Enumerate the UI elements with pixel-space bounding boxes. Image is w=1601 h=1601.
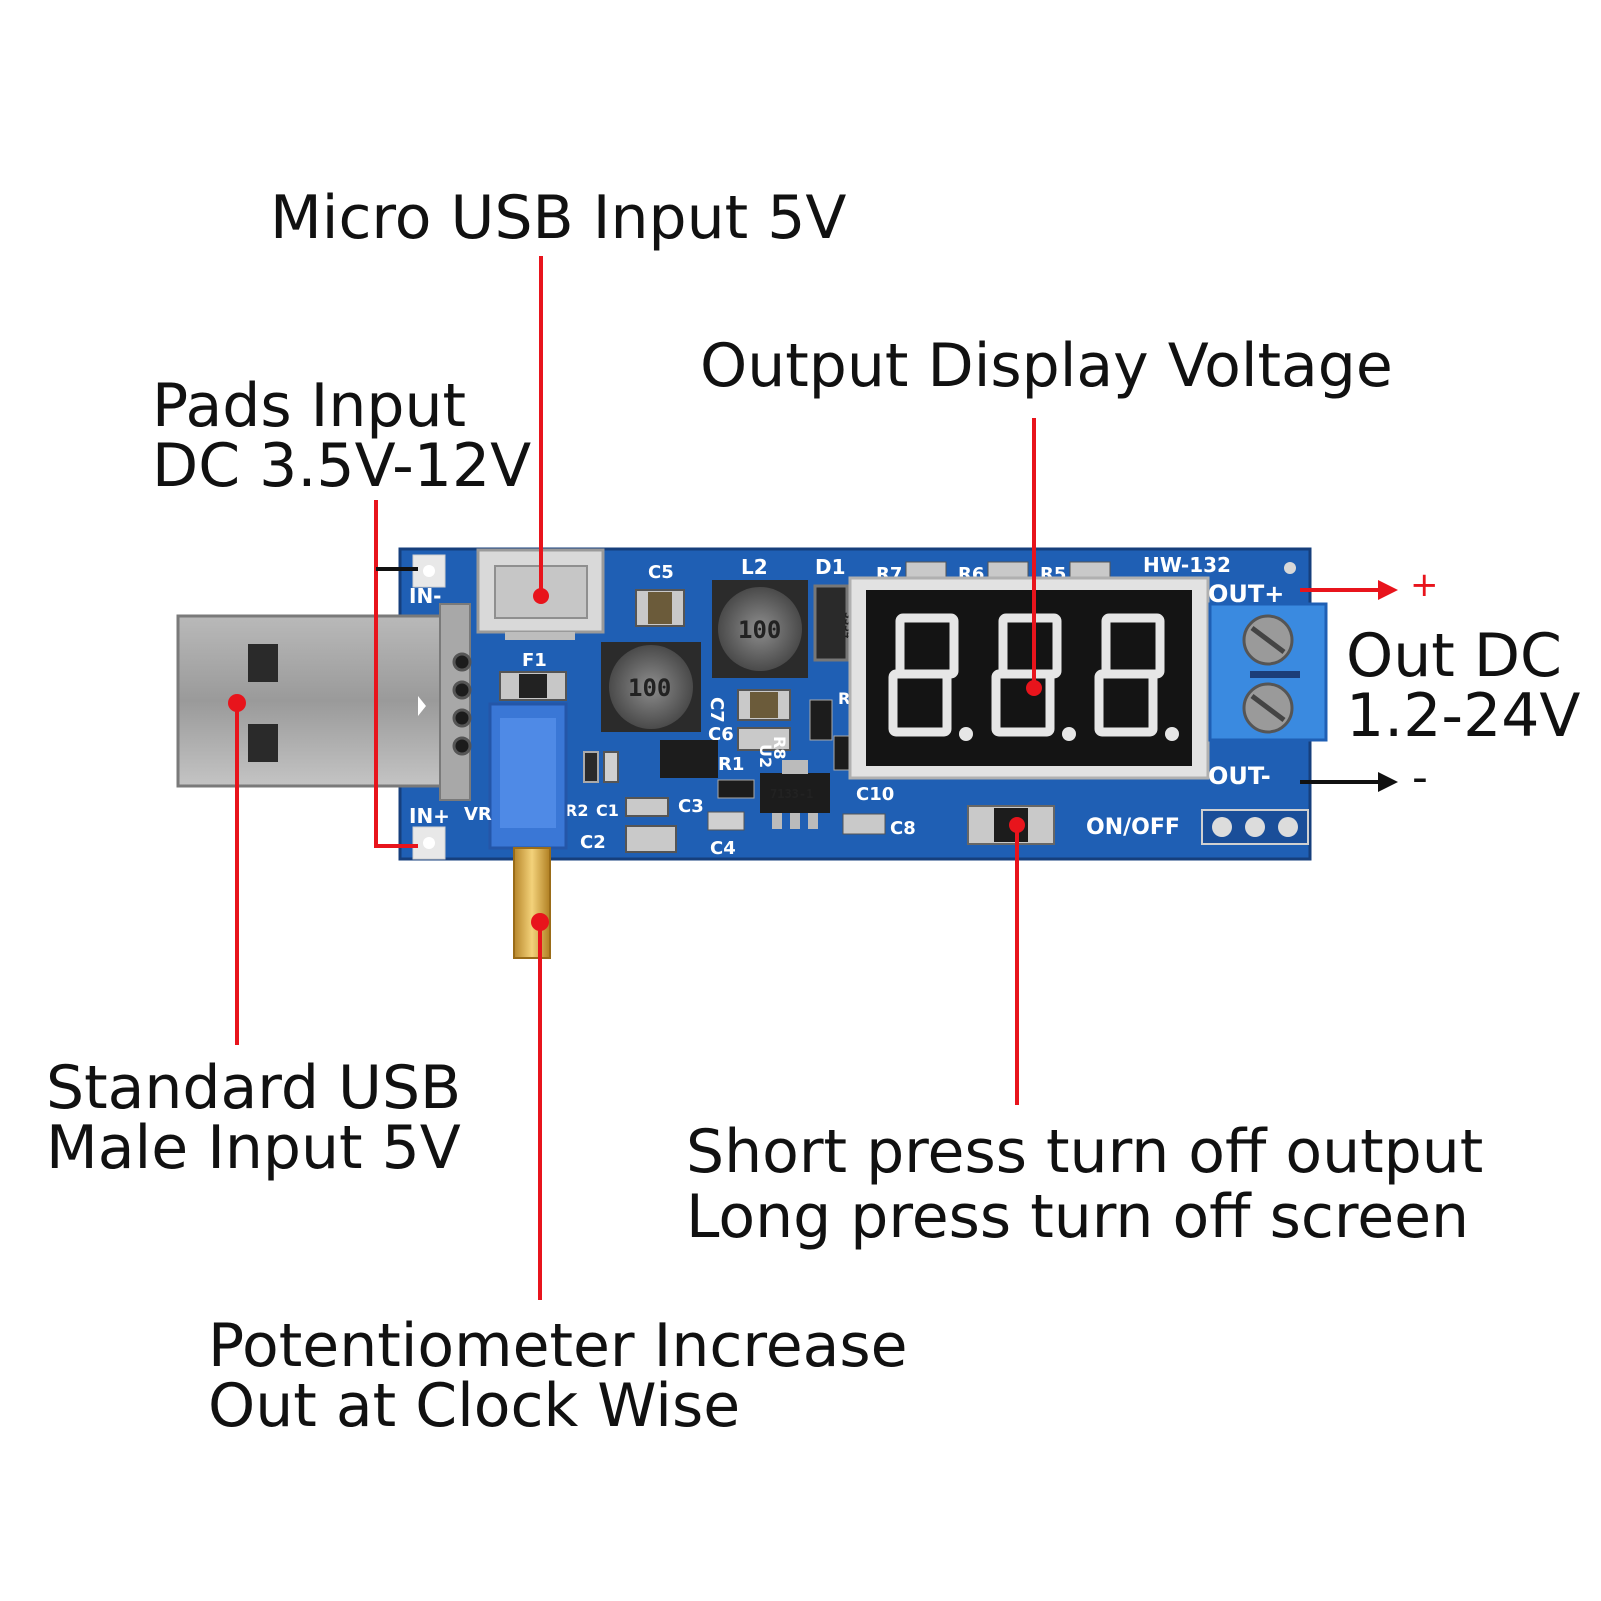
label-out-minus-sign: - <box>1412 752 1428 803</box>
svg-text:C1: C1 <box>596 801 619 820</box>
inductor-l2: 100 L2 <box>712 555 808 678</box>
svg-text:R2: R2 <box>565 801 588 820</box>
svg-text:D1: D1 <box>815 555 846 579</box>
on-off-button: ON/OFF <box>967 805 1180 845</box>
potentiometer: VR <box>464 702 568 959</box>
svg-text:C4: C4 <box>710 838 736 859</box>
svg-text:C8: C8 <box>890 818 916 839</box>
svg-text:100: 100 <box>628 674 671 702</box>
svg-text:C2: C2 <box>580 832 606 853</box>
label-std-usb-line2: Male Input 5V <box>46 1113 461 1183</box>
regulator-u2: 7133-1 U2 <box>756 744 830 829</box>
out-plus-label: OUT+ <box>1208 580 1284 608</box>
svg-text:VR: VR <box>464 804 492 825</box>
label-standard-usb: Standard USB Male Input 5V <box>46 1058 461 1178</box>
svg-text:F1: F1 <box>522 650 547 671</box>
label-micro-usb: Micro USB Input 5V <box>270 183 847 253</box>
svg-text:C5: C5 <box>648 562 674 583</box>
label-pads-input: Pads Input DC 3.5V-12V <box>152 376 531 496</box>
label-pot-line1: Potentiometer Increase <box>208 1311 908 1381</box>
board-model-label: HW-132 <box>1143 553 1231 577</box>
out-minus-label: OUT- <box>1208 762 1271 790</box>
svg-text:L2: L2 <box>741 555 768 579</box>
svg-text:7133-1: 7133-1 <box>770 787 813 801</box>
pad-in-minus-label: IN- <box>409 584 441 608</box>
seven-segment-display <box>848 576 1210 780</box>
label-out-dc: Out DC 1.2-24V <box>1346 626 1580 746</box>
terminal-block <box>1208 602 1328 742</box>
input-pads: IN- IN+ <box>409 554 472 860</box>
label-button-line1: Short press turn off output <box>686 1117 1484 1187</box>
label-pads-line2: DC 3.5V-12V <box>152 431 532 501</box>
svg-text:R1: R1 <box>718 754 744 775</box>
label-output-display: Output Display Voltage <box>700 331 1393 401</box>
svg-text:C3: C3 <box>678 796 704 817</box>
svg-text:C6: C6 <box>708 724 734 745</box>
usb-male-connector <box>176 603 471 801</box>
output-header-holes <box>1201 809 1309 845</box>
leader-pads <box>374 500 418 848</box>
svg-text:R8: R8 <box>770 736 789 759</box>
label-pot-line2: Out at Clock Wise <box>208 1371 741 1441</box>
inductor-l1: 100 <box>601 642 701 732</box>
label-potentiometer: Potentiometer Increase Out at Clock Wise <box>208 1316 908 1436</box>
label-out-dc-line2: 1.2-24V <box>1346 681 1581 751</box>
svg-text:U2: U2 <box>756 744 775 768</box>
fuse-f1: F1 <box>499 650 567 701</box>
svg-text:C10: C10 <box>856 784 894 805</box>
pad-in-plus-label: IN+ <box>409 804 450 828</box>
label-button-line2: Long press turn off screen <box>686 1181 1470 1252</box>
svg-text:ON/OFF: ON/OFF <box>1086 815 1180 840</box>
label-out-dc-line1: Out DC <box>1346 621 1562 691</box>
label-button: Short press turn off output Long press t… <box>686 1120 1483 1250</box>
svg-text:100: 100 <box>738 616 781 644</box>
label-out-plus-sign: + <box>1410 565 1439 605</box>
label-std-usb-line1: Standard USB <box>46 1053 462 1123</box>
label-pads-line1: Pads Input <box>152 371 467 441</box>
svg-text:C7: C7 <box>706 697 727 723</box>
